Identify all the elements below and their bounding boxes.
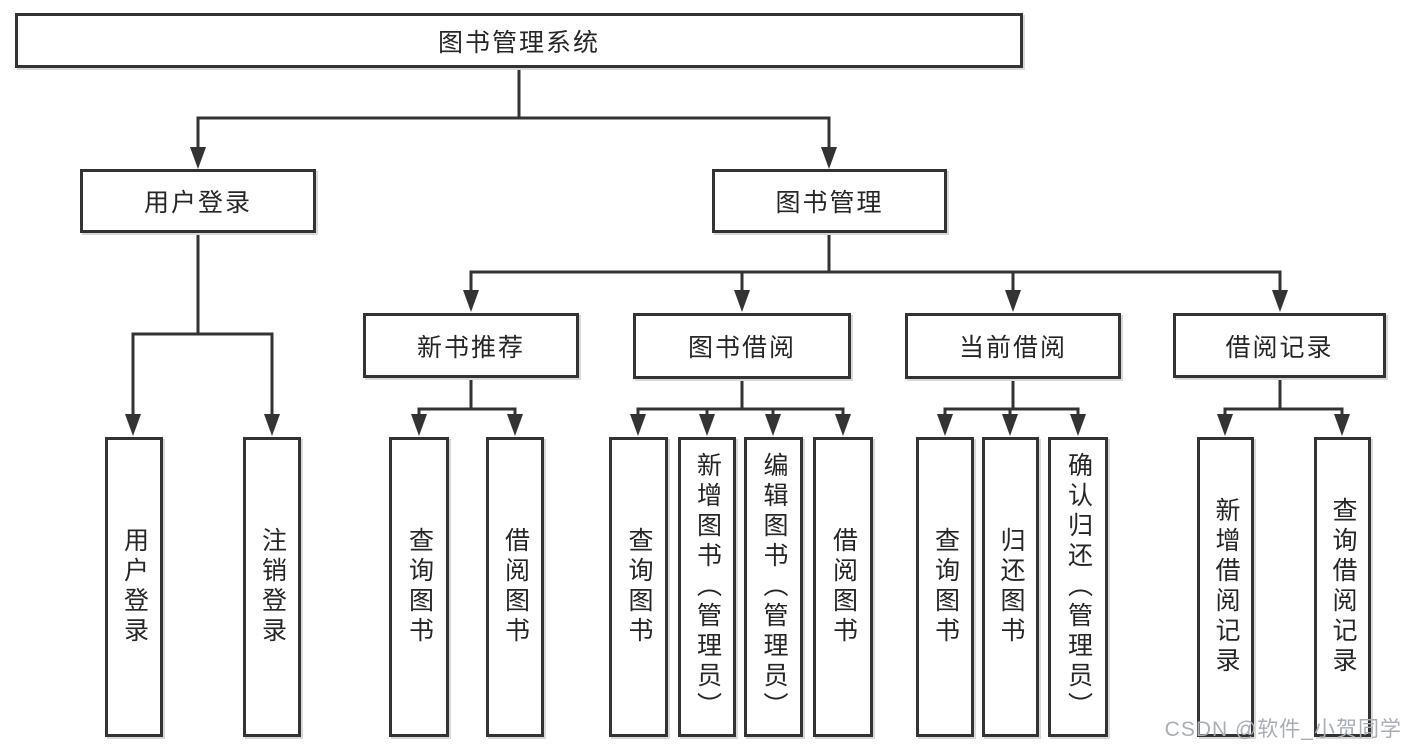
- leaf-query-books-recommend-label: 查询图书: [405, 527, 434, 647]
- leaf-confirm-return-admin: 确认归还（管理员）: [1048, 437, 1108, 737]
- leaf-logout: 注销登录: [243, 437, 301, 737]
- watermark: CSDN @软件_小贺同学: [1164, 718, 1402, 741]
- leaf-borrow-books-recommend-label: 借阅图书: [501, 527, 530, 647]
- node-current-borrowing: 当前借阅: [905, 313, 1121, 379]
- node-user-login: 用户登录: [80, 169, 316, 233]
- node-user-login-label: 用户登录: [143, 189, 252, 217]
- leaf-confirm-return-admin-label: 确认归还（管理员）: [1064, 452, 1093, 722]
- node-current-borrowing-label: 当前借阅: [958, 334, 1067, 362]
- node-new-book-recommend-label: 新书推荐: [416, 333, 525, 362]
- leaf-query-books-recommend: 查询图书: [389, 437, 449, 737]
- node-borrowing-records-label: 借阅记录: [1225, 333, 1334, 362]
- node-book-borrowing: 图书借阅: [633, 313, 851, 379]
- leaf-borrow-books-borrowing: 借阅图书: [813, 437, 873, 737]
- node-book-borrowing-label: 图书借阅: [687, 334, 796, 362]
- leaf-add-borrow-record-label: 新增借阅记录: [1212, 497, 1240, 677]
- leaf-add-book-admin-label: 新增图书（管理员）: [693, 452, 722, 722]
- leaf-query-books-borrowing: 查询图书: [609, 437, 668, 737]
- leaf-query-borrow-record-label: 查询借阅记录: [1329, 497, 1357, 677]
- leaf-borrow-books-recommend: 借阅图书: [486, 437, 544, 737]
- leaf-return-books-label: 归还图书: [997, 527, 1025, 647]
- leaf-query-borrow-record: 查询借阅记录: [1314, 437, 1371, 737]
- leaf-borrow-books-borrowing-label: 借阅图书: [829, 527, 858, 647]
- leaf-edit-book-admin: 编辑图书（管理员）: [744, 437, 803, 737]
- leaf-add-book-admin: 新增图书（管理员）: [678, 437, 736, 737]
- leaf-query-books-current-label: 查询图书: [931, 527, 960, 647]
- leaf-return-books: 归还图书: [982, 437, 1039, 737]
- node-new-book-recommend: 新书推荐: [363, 313, 579, 378]
- leaf-user-login-label: 用户登录: [120, 527, 149, 647]
- leaf-query-books-current: 查询图书: [916, 437, 974, 737]
- node-library-system-label: 图书管理系统: [437, 28, 600, 57]
- node-book-management-label: 图书管理: [775, 189, 884, 217]
- leaf-add-borrow-record: 新增借阅记录: [1197, 437, 1254, 737]
- leaf-edit-book-admin-label: 编辑图书（管理员）: [760, 452, 788, 722]
- leaf-query-books-borrowing-label: 查询图书: [625, 527, 653, 647]
- node-borrowing-records: 借阅记录: [1173, 313, 1386, 378]
- leaf-user-login: 用户登录: [105, 437, 163, 737]
- leaf-logout-label: 注销登录: [258, 527, 287, 647]
- node-book-management: 图书管理: [712, 169, 947, 233]
- node-library-system: 图书管理系统: [15, 13, 1023, 68]
